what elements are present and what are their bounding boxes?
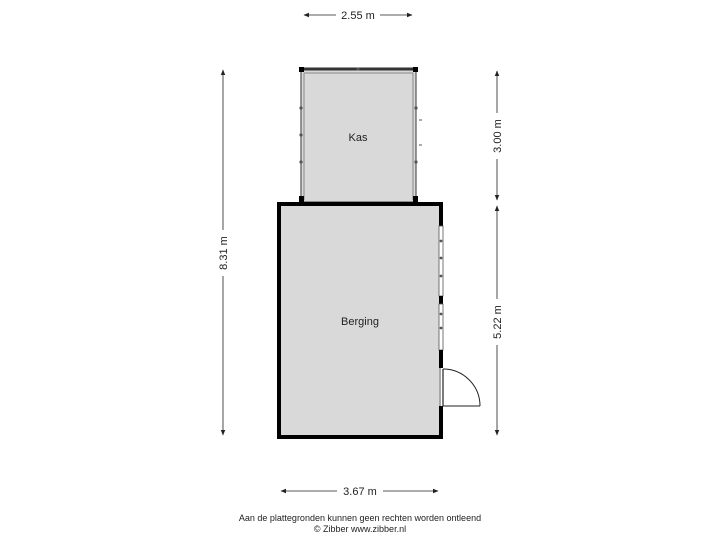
dimension-left-height: 8.31 m: [216, 69, 230, 436]
greenhouse-corner-post: [413, 67, 418, 72]
dimension-label-bottom-width: 3.67 m: [343, 486, 377, 498]
storage-room: Berging: [277, 202, 481, 439]
greenhouse-corner-post: [299, 67, 304, 72]
dimension-text-bg: [490, 299, 504, 345]
storage-floor: [279, 205, 441, 437]
greenhouse-frame-post: [356, 67, 360, 71]
dimension-top-width: 2.55 m: [303, 8, 413, 22]
dimension-label-top-width: 2.55 m: [341, 10, 375, 22]
room-label-berging: Berging: [341, 316, 379, 328]
room-label-kas: Kas: [349, 132, 368, 144]
greenhouse-corner-post: [299, 196, 304, 202]
window-marker: [439, 326, 443, 330]
dimension-text-bg: [490, 113, 504, 159]
window-marker: [439, 239, 443, 243]
door-swing-arc: [442, 368, 481, 407]
footer-copyright: © Zibber www.zibber.nl: [313, 524, 407, 534]
window-marker: [439, 312, 443, 316]
dimension-text-bg: [216, 230, 230, 276]
dimension-text-bg: [337, 484, 383, 498]
dimension-text-bg: [336, 8, 380, 22]
greenhouse-frame-post: [299, 160, 303, 164]
dimension-right-upper-height: 3.00 m: [490, 70, 504, 201]
window-marker: [439, 256, 443, 260]
dimension-label-right-lower-height: 5.22 m: [492, 305, 504, 339]
window-marker: [439, 274, 443, 278]
greenhouse-frame-post: [299, 133, 303, 137]
dimension-right-lower-height: 5.22 m: [490, 205, 504, 436]
footer-disclaimer: Aan de plattegronden kunnen geen rechten…: [238, 513, 482, 523]
greenhouse-frame-post: [299, 106, 303, 110]
greenhouse-corner-post: [413, 196, 418, 202]
dimension-label-left-height: 8.31 m: [218, 236, 230, 270]
greenhouse-frame-post: [414, 160, 418, 164]
storage-window: [438, 225, 444, 297]
greenhouse-frame-post: [414, 106, 418, 110]
greenhouse-floor: [300, 68, 417, 203]
greenhouse-room: Kas: [299, 67, 422, 203]
dimension-label-right-upper-height: 3.00 m: [492, 119, 504, 153]
dimension-bottom-width: 3.67 m: [280, 484, 439, 498]
